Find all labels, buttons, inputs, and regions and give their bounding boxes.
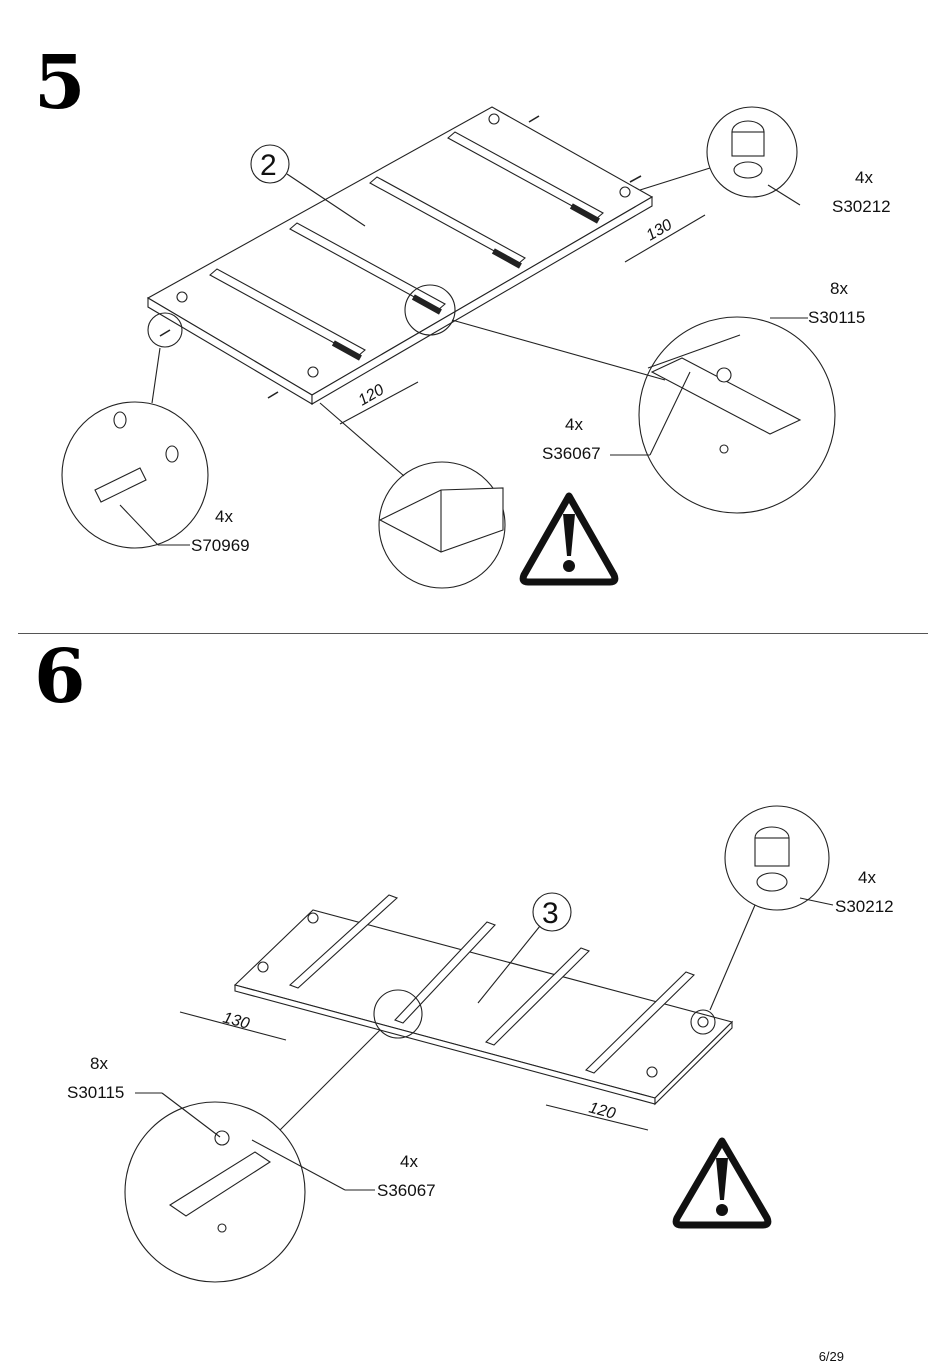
step-5-cam-code: S30212 xyxy=(832,197,891,216)
step-5-dim-120: 120 xyxy=(356,381,388,409)
step-5-runner-code: S36067 xyxy=(542,444,601,463)
step-5-screw-code: S30115 xyxy=(808,308,866,327)
warning-icon xyxy=(519,492,619,586)
step-5-dim-130: 130 xyxy=(644,216,676,244)
step-5-dowel-qty: 4x xyxy=(215,507,233,526)
step-divider xyxy=(18,633,928,634)
step-5-detail-edge xyxy=(319,402,506,589)
step-5-cam-qty: 4x xyxy=(855,168,873,187)
step-6-runner-code: S36067 xyxy=(377,1181,436,1200)
step-6-runner-qty: 4x xyxy=(400,1152,418,1171)
step-6-number: 6 xyxy=(34,634,85,720)
step-5-number: 5 xyxy=(34,40,85,126)
step-6-panel-label: 3 xyxy=(542,897,559,930)
step-6-dim-120: 120 xyxy=(587,1099,617,1122)
step-5-runner-qty: 4x xyxy=(565,415,583,434)
step-6-cam-code: S30212 xyxy=(835,897,894,916)
step-6-cam-qty: 4x xyxy=(858,868,876,887)
step-5-detail-cam xyxy=(639,106,801,206)
step-6-detail-runner xyxy=(124,989,423,1283)
step-5-panel-label: 2 xyxy=(260,149,277,182)
page-number: 6/29 xyxy=(818,1349,844,1364)
step-5-detail-runner xyxy=(404,284,836,514)
warning-icon xyxy=(672,1137,772,1229)
step-6-screw-code: S30115 xyxy=(67,1083,125,1102)
step-5-dowel-code: S70969 xyxy=(191,536,250,555)
step-5-detail-dowel xyxy=(61,312,209,549)
step-6-detail-cam xyxy=(690,805,834,1035)
step-6-screw-qty: 8x xyxy=(90,1054,108,1073)
step-5-panel: 130 120 2 xyxy=(146,106,706,425)
step-6-runner-rails xyxy=(288,894,696,1074)
step-6-dim-130: 130 xyxy=(221,1009,251,1032)
step-5-runner-rails xyxy=(209,131,604,361)
step-6-panel: 130 120 3 xyxy=(179,892,734,1131)
step-5-screw-qty: 8x xyxy=(830,279,848,298)
